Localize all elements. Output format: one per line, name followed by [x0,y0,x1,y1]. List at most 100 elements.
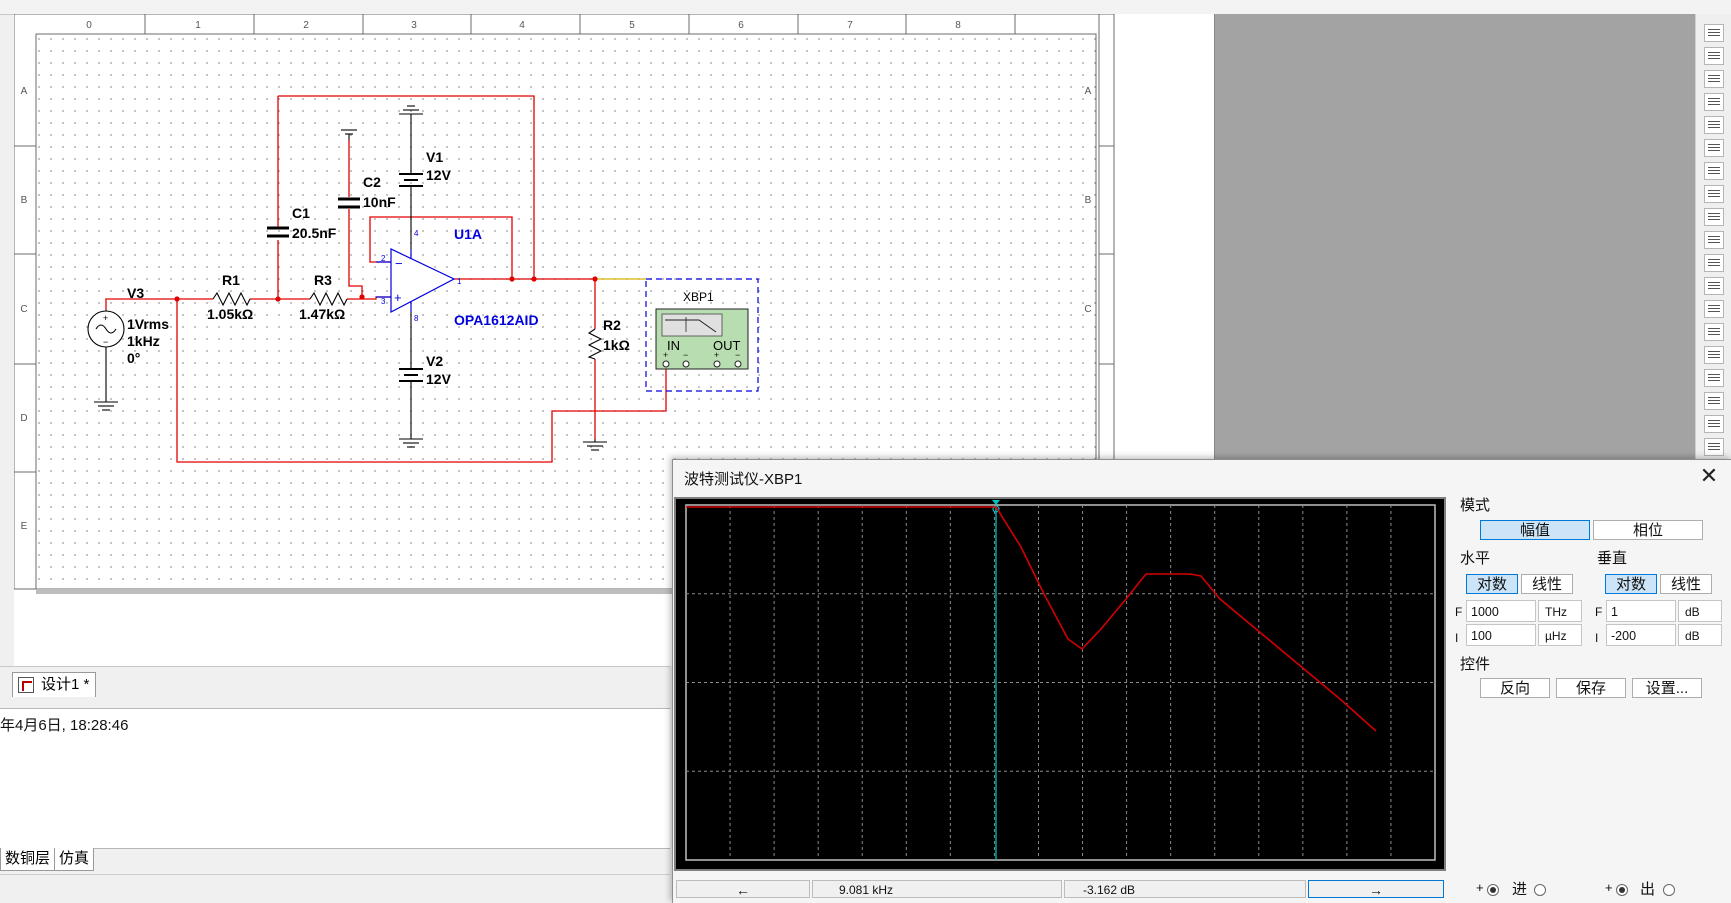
v-initial-input[interactable]: -200 [1606,624,1676,646]
tab-copper-layer[interactable]: 数铜层 [0,848,56,871]
vertical-linear-button[interactable]: 线性 [1660,574,1712,594]
bode-plot-display[interactable] [674,497,1446,871]
xbp-in-plus: + [663,350,668,360]
row-label: C [1084,304,1091,315]
r1-value: 1.05kΩ [207,306,253,322]
schematic-icon [18,677,34,693]
h-initial-unit[interactable]: µHz [1538,624,1582,646]
opamp-part-label: OPA1612AID [454,312,539,328]
col-label: 4 [519,20,525,31]
bode-plot-svg [676,499,1444,869]
instrument-icon[interactable] [1704,162,1724,180]
instrument-icon[interactable] [1704,24,1724,42]
h-initial-input[interactable]: 100 [1466,624,1536,646]
design-tab-bar [0,666,670,699]
c1-label: C1 [292,205,310,221]
source-plus: + [103,313,108,323]
in-plus-label: + [1476,880,1484,895]
v3-vrms: 1Vrms [127,316,169,332]
settings-button[interactable]: 设置... [1632,678,1702,698]
v-final-row-label: F [1595,605,1603,619]
xbp-out-plus: + [714,350,719,360]
top-toolbar-strip [0,0,1731,15]
v-final-unit[interactable]: dB [1678,600,1722,622]
bottom-tab-bar [0,848,670,873]
close-icon[interactable]: ✕ [1699,463,1719,488]
magnitude-curve [686,506,1377,732]
h-final-unit[interactable]: THz [1538,600,1582,622]
v2-value: 12V [426,371,452,387]
instrument-icon[interactable] [1704,185,1724,203]
xbp-out-minus: − [735,350,740,360]
instrument-icon[interactable] [1704,208,1724,226]
instrument-icon[interactable] [1704,139,1724,157]
v3-label: V3 [127,285,144,301]
opamp-pin-4: 4 [414,229,419,238]
tab-design1[interactable]: 设计1 * [12,672,97,697]
instrument-icon[interactable] [1704,116,1724,134]
v-initial-row-label: I [1595,631,1599,645]
instrument-icon[interactable] [1704,231,1724,249]
phase-button[interactable]: 相位 [1593,520,1703,540]
h-final-row-label: F [1455,605,1463,619]
v1-label: V1 [426,149,443,165]
c2-label: C2 [363,174,381,190]
v2-label: V2 [426,353,443,369]
r3-label: R3 [314,272,332,288]
horizontal-linear-button[interactable]: 线性 [1521,574,1573,594]
mode-label: 模式 [1460,497,1491,514]
save-button[interactable]: 保存 [1556,678,1626,698]
opamp-pin-2: 2 [381,254,386,263]
instrument-icon[interactable] [1704,369,1724,387]
v-initial-unit[interactable]: dB [1678,624,1722,646]
instrument-icon[interactable] [1704,277,1724,295]
control-label: 控件 [1460,656,1491,673]
cursor-right-button[interactable]: → [1308,880,1444,898]
instrument-icon[interactable] [1704,70,1724,88]
magnitude-button[interactable]: 幅值 [1480,520,1590,540]
c1-value: 20.5nF [292,225,337,241]
v3-freq: 1kHz [127,333,160,349]
opamp-pin-8: 8 [414,314,419,323]
instrument-icon[interactable] [1704,346,1724,364]
out-plus-terminal[interactable] [1616,884,1628,896]
col-label: 1 [195,20,201,31]
in-minus-terminal[interactable] [1534,884,1546,896]
instrument-icon[interactable] [1704,93,1724,111]
log-panel [0,708,670,849]
v-final-input[interactable]: 1 [1606,600,1676,622]
tab-simulation[interactable]: 仿真 [54,848,95,871]
instrument-icon[interactable] [1704,323,1724,341]
instrument-icon[interactable] [1704,415,1724,433]
v1-value: 12V [426,167,452,183]
reverse-button[interactable]: 反向 [1480,678,1550,698]
h-final-input[interactable]: 1000 [1466,600,1536,622]
instrument-icon[interactable] [1704,300,1724,318]
opamp-symbol [376,248,456,313]
opamp-plus: + [394,290,402,305]
xbp1-label: XBP1 [683,290,714,304]
vertical-log-button[interactable]: 对数 [1605,574,1657,594]
horizontal-log-button[interactable]: 对数 [1466,574,1518,594]
tab-design1-label: 设计1 * [41,676,90,693]
instrument-icon[interactable] [1704,392,1724,410]
cursor-left-button[interactable]: ← [676,880,810,898]
instrument-icon[interactable] [1704,47,1724,65]
out-label: 出 [1640,881,1656,898]
instrument-icon[interactable] [1704,438,1724,456]
r2-label: R2 [603,317,621,333]
out-minus-terminal[interactable] [1663,884,1675,896]
in-plus-terminal[interactable] [1487,884,1499,896]
source-minus: − [103,337,108,347]
h-initial-row-label: I [1455,631,1459,645]
col-label: 2 [303,20,309,31]
xbp1-out-label: OUT [713,338,741,353]
vertical-label: 垂直 [1597,550,1628,567]
gain-readout: -3.162 dB [1064,880,1306,898]
xbp-in-minus: − [683,350,688,360]
r1-label: R1 [222,272,240,288]
instrument-icon[interactable] [1704,254,1724,272]
opamp-pin-3: 3 [381,297,386,306]
col-label: 8 [955,20,961,31]
row-label: B [1085,195,1092,206]
